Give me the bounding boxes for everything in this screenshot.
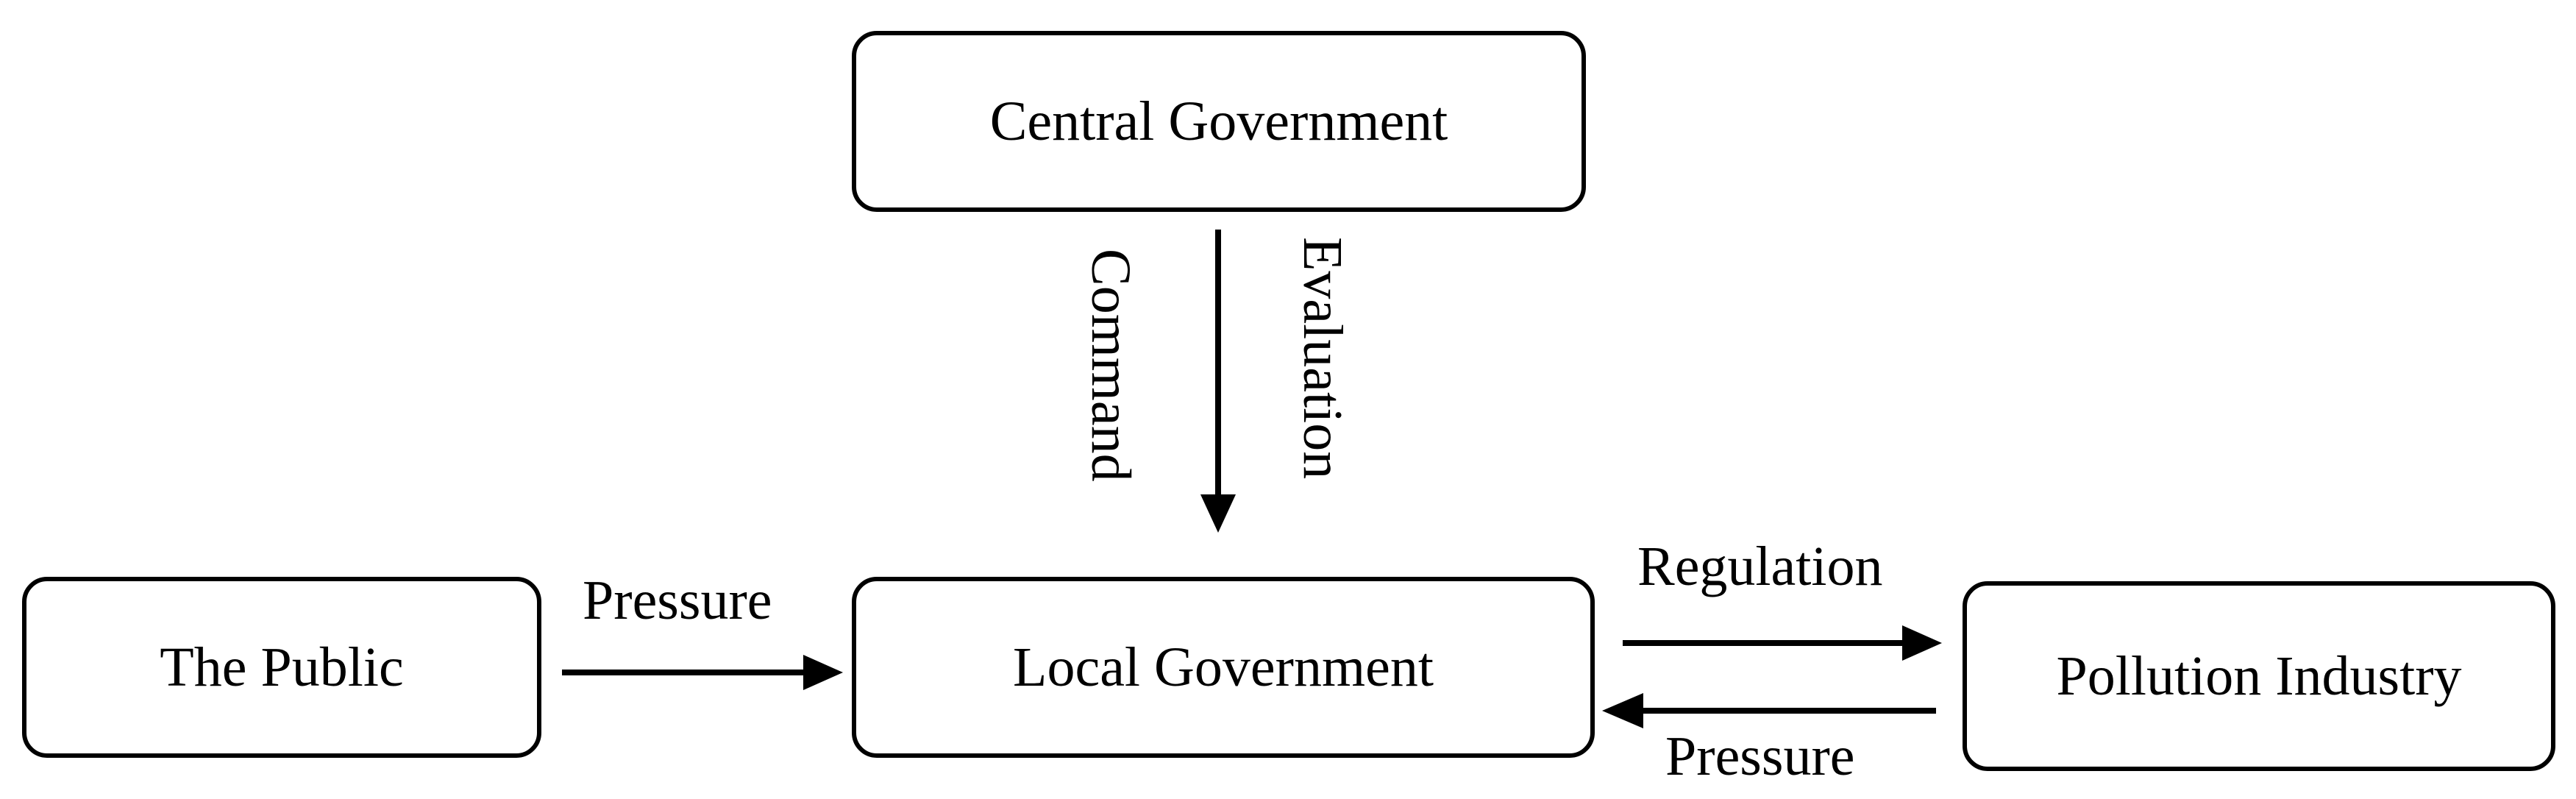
public-pressure-edge-label: Pressure bbox=[583, 569, 772, 631]
central-government-box: Central Government bbox=[852, 31, 1586, 212]
arrow-industry-to-local bbox=[1602, 693, 1936, 728]
the-public-label: The Public bbox=[160, 636, 404, 698]
pollution-industry-label: Pollution Industry bbox=[2056, 645, 2462, 707]
pollution-industry-box: Pollution Industry bbox=[1963, 581, 2555, 771]
regulation-edge-label: Regulation bbox=[1637, 536, 1883, 597]
the-public-box: The Public bbox=[22, 577, 541, 758]
arrow-central-to-local bbox=[1200, 230, 1236, 533]
industry-pressure-edge-label: Pressure bbox=[1665, 725, 1855, 787]
evaluation-edge-label: Evaluation bbox=[1292, 237, 1353, 480]
arrow-public-to-local bbox=[562, 655, 843, 690]
local-government-label: Local Government bbox=[1013, 636, 1434, 698]
command-edge-label: Command bbox=[1080, 249, 1142, 482]
central-government-label: Central Government bbox=[989, 90, 1448, 152]
local-government-box: Local Government bbox=[852, 577, 1595, 758]
arrow-local-to-industry bbox=[1623, 625, 1942, 661]
